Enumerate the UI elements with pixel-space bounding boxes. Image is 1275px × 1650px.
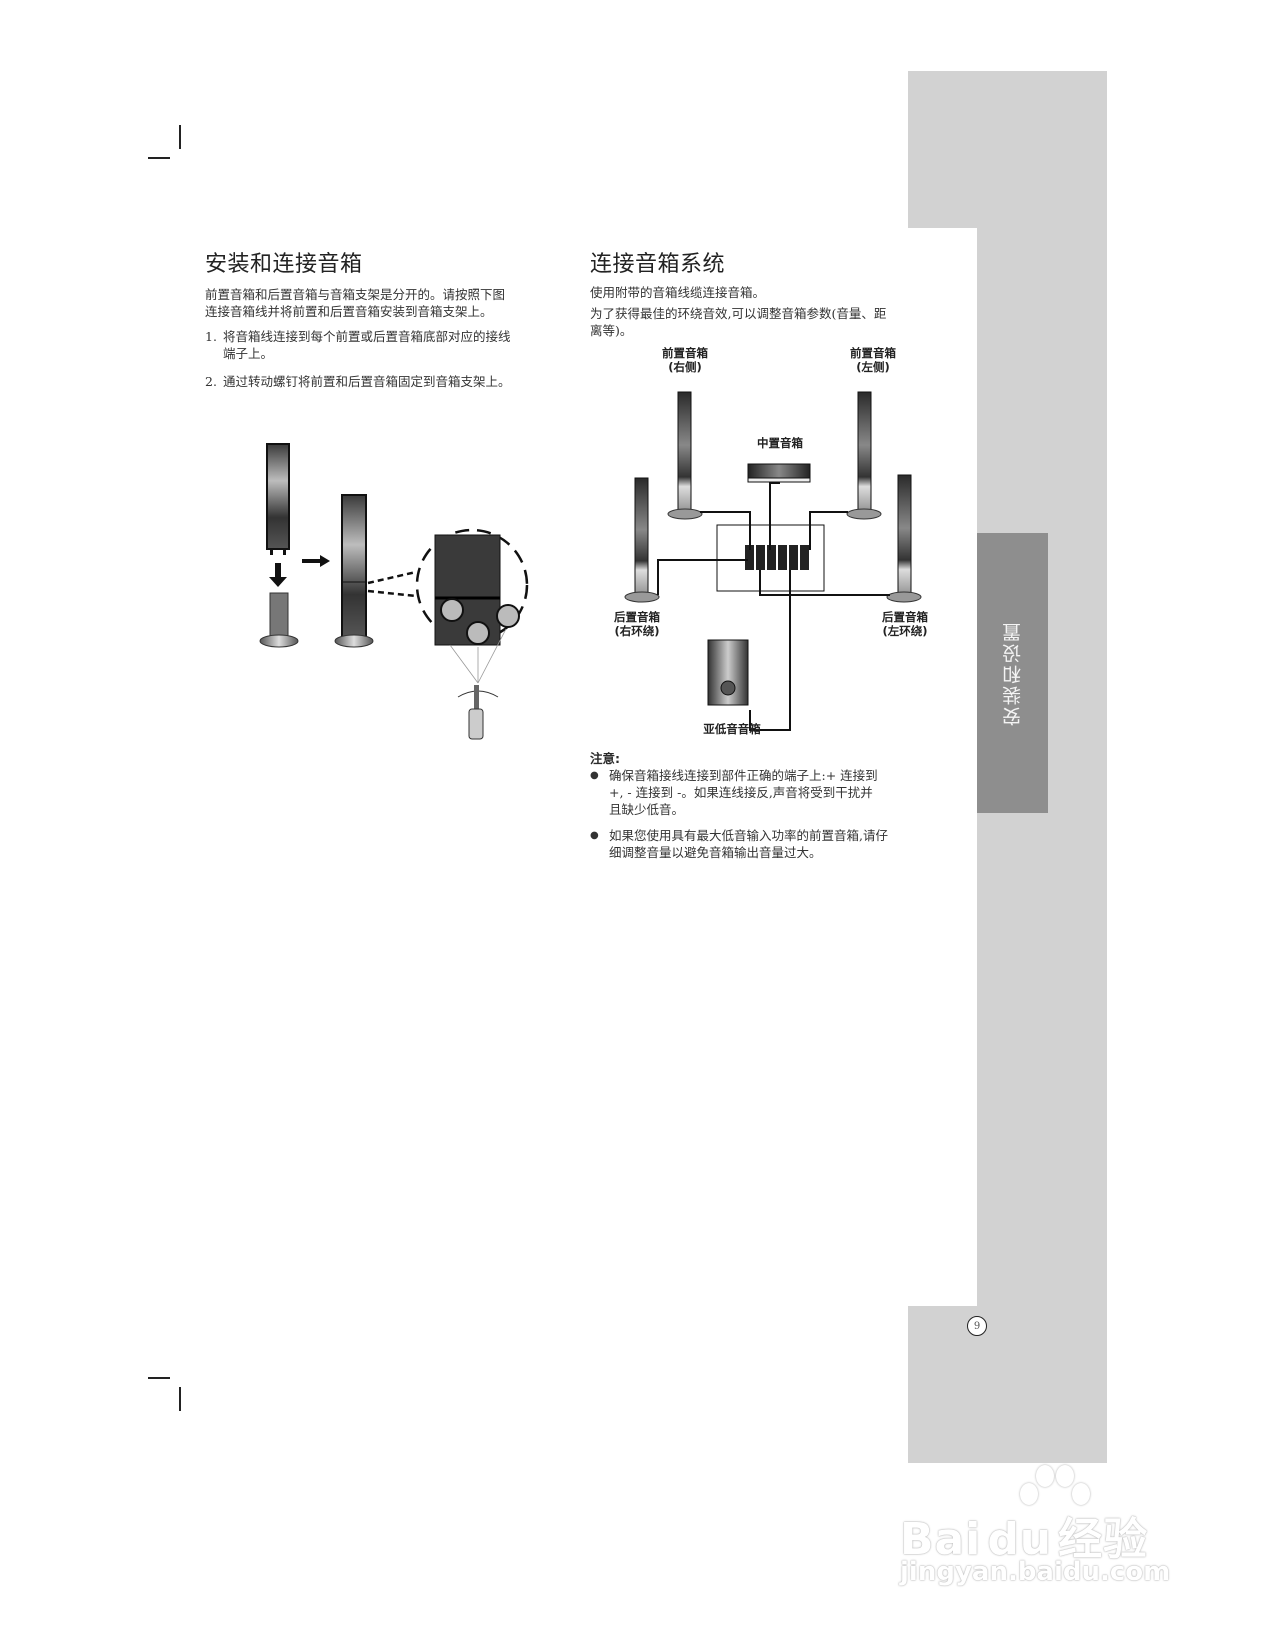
bullet-icon: ● — [590, 770, 599, 781]
crop-mark-top-h — [148, 157, 170, 159]
label-front-right: 前置音箱 (右侧) — [662, 346, 708, 374]
bullet-icon: ● — [590, 830, 599, 841]
note-title: 注意: — [590, 751, 620, 766]
right-section-title: 连接音箱系统 — [590, 252, 726, 277]
speaker-stand-assembly-figure — [259, 443, 529, 740]
left-section-title: 安装和连接音箱 — [205, 252, 363, 277]
intro-line: 使用附带的音箱线缆连接音箱。 — [590, 285, 766, 300]
intro-line: 连接音箱线并将前置和后置音箱安装到音箱支架上。 — [205, 304, 493, 319]
left-section: 安装和连接音箱 前置音箱和后置音箱与音箱支架是分开的。请按照下图 连接音箱线并将… — [205, 246, 575, 390]
intro-line: 前置音箱和后置音箱与音箱支架是分开的。请按照下图 — [205, 287, 506, 302]
note-block: 注意: ● 确保音箱接线连接到部件正确的端子上:+ 连接到 +, - 连接到 -… — [590, 748, 950, 861]
page-number: 9 — [967, 1316, 987, 1336]
paw-icon — [1010, 1465, 1090, 1515]
crop-mark-top-v — [179, 125, 181, 149]
note-bullet: ● 如果您使用具有最大低音输入功率的前置音箱,请仔 细调整音量以避免音箱输出音量… — [590, 828, 888, 860]
intro-line: 为了获得最佳的环绕音效,可以调整音箱参数(音量、距 — [590, 306, 887, 321]
label-rear-right: 后置音箱 (右环绕) — [614, 610, 660, 638]
label-front-left: 前置音箱 (左侧) — [850, 346, 896, 374]
step-item: 2. 通过转动螺钉将前置和后置音箱固定到音箱支架上。 — [205, 374, 511, 389]
speaker-system-diagram: 前置音箱 (右侧) 前置音箱 (左侧) 中置音箱 后置音箱 (右环绕) 后置音箱… — [600, 346, 940, 740]
label-center: 中置音箱 — [757, 436, 803, 450]
watermark-url: jingyan.baidu.com — [900, 1557, 1171, 1587]
sidebar-notch — [908, 228, 977, 1306]
section-tab[interactable]: 安装和设置 — [977, 533, 1048, 813]
intro-line: 离等)。 — [590, 323, 633, 338]
step-item: 1. 将音箱线连接到每个前置或后置音箱底部对应的接线端子上。 — [205, 329, 511, 361]
note-bullet: ● 确保音箱接线连接到部件正确的端子上:+ 连接到 +, - 连接到 -。如果连… — [590, 768, 878, 817]
label-subwoofer: 亚低音音箱 — [703, 722, 761, 736]
crop-mark-bottom-v — [179, 1387, 181, 1411]
right-section: 连接音箱系统 使用附带的音箱线缆连接音箱。 为了获得最佳的环绕音效,可以调整音箱… — [590, 246, 950, 339]
crop-mark-bottom-h — [148, 1377, 170, 1379]
section-tab-label: 安装和设置 — [1002, 620, 1024, 726]
label-rear-left: 后置音箱 (左环绕) — [882, 610, 928, 638]
